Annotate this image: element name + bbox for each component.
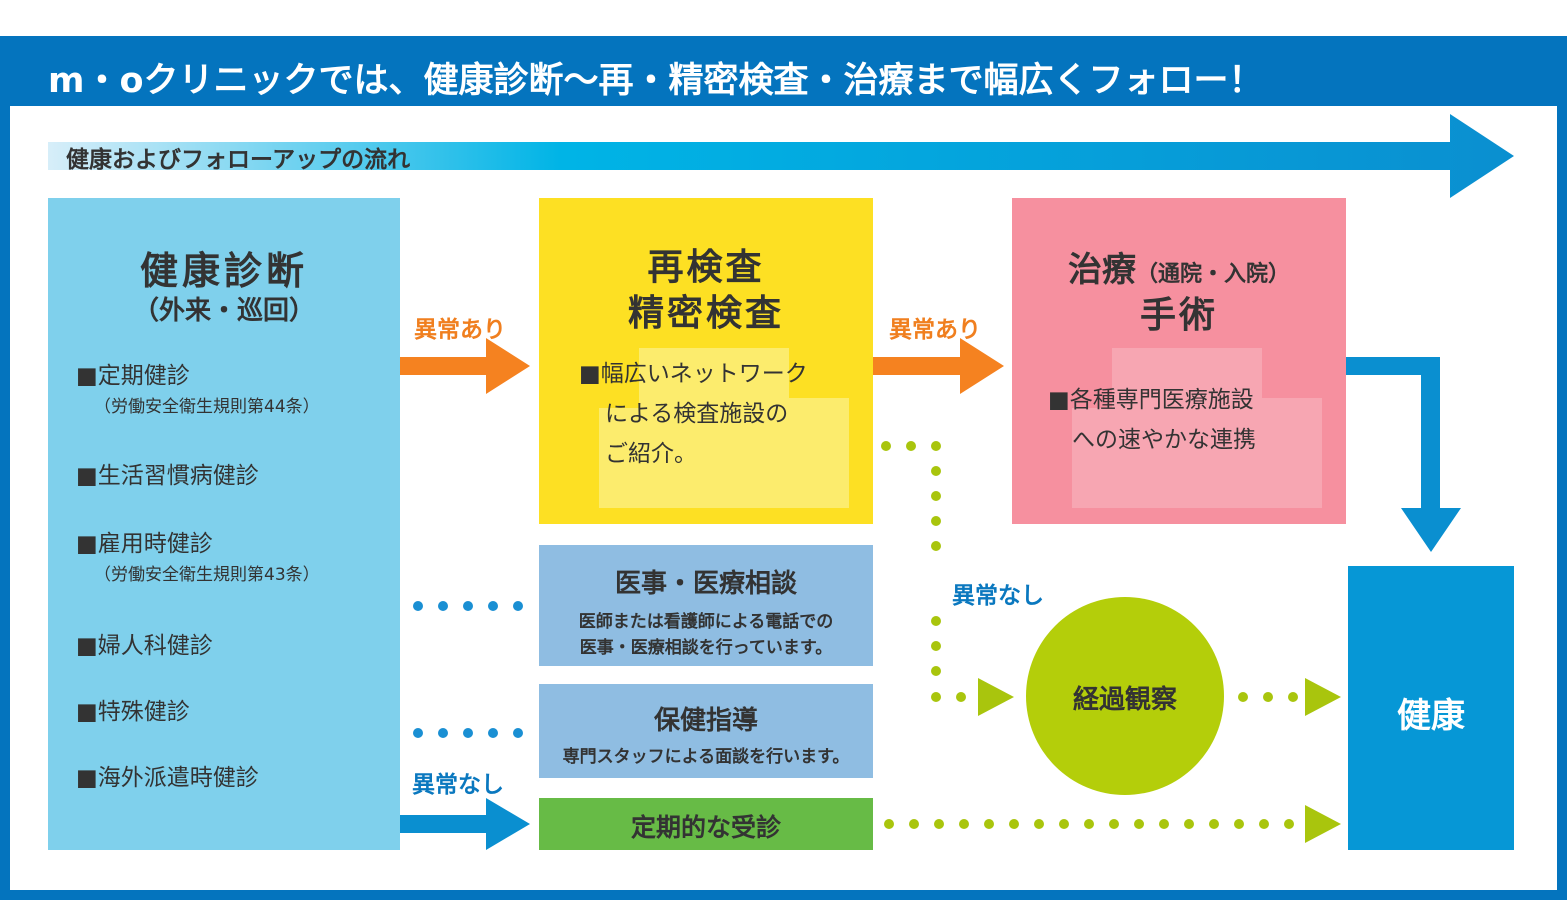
chiryo-body-1: ■各種専門医療施設 xyxy=(1048,387,1254,413)
saikensa-title-2: 精密検査 xyxy=(627,293,784,334)
shido-title: 保健指導 xyxy=(653,706,758,736)
ijou-nashi-label-2: 異常なし xyxy=(412,772,504,798)
keika-title: 経過観察 xyxy=(1072,685,1177,715)
green-dots xyxy=(881,441,1298,829)
blue-dots xyxy=(413,601,523,738)
shido-box: 保健指導 専門スタッフによる面談を行います。 xyxy=(539,684,873,778)
kenko-title: 健康 xyxy=(1397,696,1465,736)
shido-body: 専門スタッフによる面談を行います。 xyxy=(562,747,850,767)
chiryo-title-2: 手術 xyxy=(1139,295,1218,336)
hospital-building-icon xyxy=(1072,348,1322,508)
saikensa-box: 再検査 精密検査 ■幅広いネットワーク による検査施設の ご紹介。 xyxy=(539,198,873,524)
kenshin-item: ■特殊健診 xyxy=(76,699,190,725)
saikensa-body-1: ■幅広いネットワーク xyxy=(579,361,808,387)
kenshin-item: ■海外派遣時健診 xyxy=(76,765,259,791)
flow-arrow xyxy=(48,114,1514,198)
kenshin-item-note: （労働安全衛生規則第44条） xyxy=(94,397,320,417)
kenshin-item: ■雇用時健診 xyxy=(76,531,213,557)
ijou-nashi-label-1: 異常なし xyxy=(952,583,1044,609)
kenshin-item-note: （労働安全衛生規則第43条） xyxy=(94,565,320,585)
kenshin-item: ■生活習慣病健診 xyxy=(76,463,259,489)
kenshin-item: ■定期健診 xyxy=(76,363,190,389)
soudan-title: 医事・医療相談 xyxy=(614,569,797,599)
flow-label: 健康およびフォローアップの流れ xyxy=(66,147,411,173)
ijou-ari-label-1: 異常あり xyxy=(414,317,506,343)
keika-circle: 経過観察 xyxy=(1026,597,1224,795)
kenshin-item: ■婦人科健診 xyxy=(76,633,213,659)
kenko-box: 健康 xyxy=(1348,566,1514,850)
page-title: m・oクリニックでは、健康診断〜再・精密検査・治療まで幅広くフォロー！ xyxy=(48,61,1264,101)
saikensa-title-1: 再検査 xyxy=(647,247,765,288)
kenshin-subtitle: （外来・巡回） xyxy=(132,296,315,326)
blue-arrow-teiki xyxy=(400,798,530,850)
saikensa-body-2: による検査施設の xyxy=(605,401,789,427)
saikensa-body-3: ご紹介。 xyxy=(605,441,697,467)
chiryo-box: 治療（通院・入院） 手術 ■各種専門医療施設 への速やかな連携 xyxy=(1012,198,1346,524)
chiryo-title-1: 治療（通院・入院） xyxy=(1012,242,1346,291)
soudan-body-2: 医事・医療相談を行っています。 xyxy=(579,638,833,658)
chiryo-title-main: 治療 xyxy=(1067,250,1136,290)
green-arrowheads xyxy=(978,678,1341,843)
orange-arrow-1 xyxy=(400,338,530,394)
blue-arrow-kenko xyxy=(1346,357,1461,552)
soudan-body-1: 医師または看護師による電話での xyxy=(578,612,834,632)
ijou-ari-label-2: 異常あり xyxy=(889,317,981,343)
teiki-box: 定期的な受診 xyxy=(539,798,873,850)
kenshin-title: 健康診断 xyxy=(139,249,308,293)
hospital-building-icon xyxy=(599,348,849,508)
orange-arrow-2 xyxy=(873,338,1004,394)
kenshin-box: 健康診断 （外来・巡回） ■定期健診 （労働安全衛生規則第44条） ■生活習慣病… xyxy=(48,198,400,850)
teiki-title: 定期的な受診 xyxy=(630,813,781,842)
chiryo-title-paren: （通院・入院） xyxy=(1135,262,1290,287)
chiryo-body-2: への速やかな連携 xyxy=(1072,427,1256,453)
soudan-box: 医事・医療相談 医師または看護師による電話での 医事・医療相談を行っています。 xyxy=(539,545,873,666)
